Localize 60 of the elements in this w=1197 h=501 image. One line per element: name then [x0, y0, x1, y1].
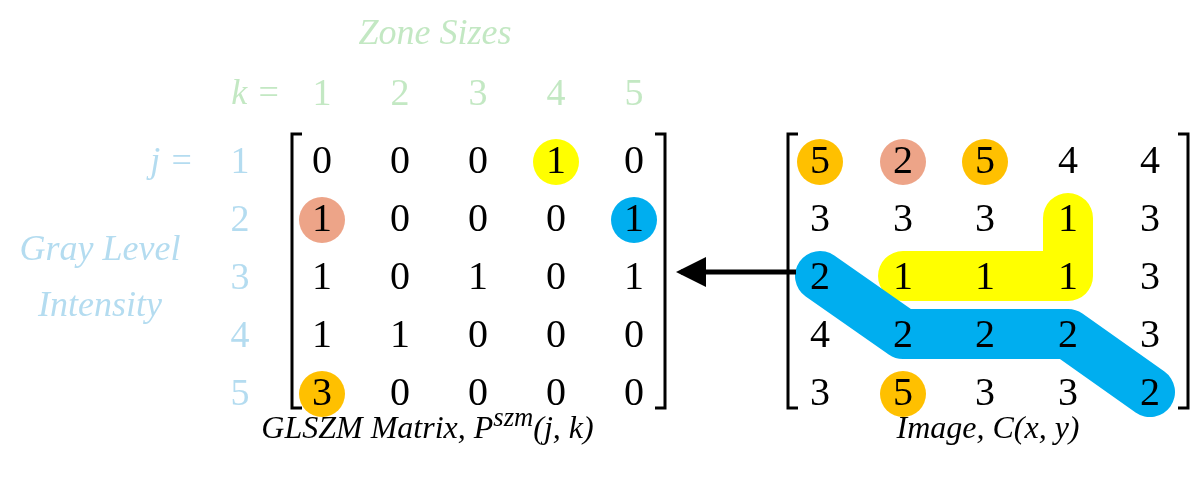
- matrix-value: 0: [468, 370, 488, 414]
- matrix-value: 0: [390, 138, 410, 182]
- pixel-value: 4: [1058, 138, 1078, 182]
- matrix-value: 0: [468, 138, 488, 182]
- pixel-value: 5: [975, 138, 995, 182]
- axis-title: Gray Level Intensity: [18, 227, 182, 326]
- pixel-value: 3: [1140, 196, 1160, 240]
- pixel-value: 2: [810, 254, 830, 298]
- matrix-value: 0: [546, 196, 566, 240]
- axis-label: k =: [231, 72, 281, 112]
- matrix-value: 1: [468, 254, 488, 298]
- matrix-value: 1: [546, 138, 566, 182]
- pixel-value: 2: [1140, 370, 1160, 414]
- matrix-value: 0: [312, 138, 332, 182]
- pixel-value: 1: [893, 254, 913, 298]
- column-number: 3: [468, 70, 488, 114]
- matrix-value: 0: [546, 312, 566, 356]
- pixel-value: 2: [1058, 312, 1078, 356]
- column-number: 2: [390, 70, 410, 114]
- matrix-value: 1: [624, 196, 644, 240]
- pixel-value: 3: [810, 196, 830, 240]
- matrix-value: 1: [312, 196, 332, 240]
- matrix-value: 0: [546, 254, 566, 298]
- pixel-value: 3: [810, 370, 830, 414]
- axis-title: Zone Sizes: [358, 12, 512, 52]
- pixel-value: 3: [975, 196, 995, 240]
- matrix-value: 0: [468, 312, 488, 356]
- matrix-value: 0: [546, 370, 566, 414]
- matrix-value: 1: [312, 312, 332, 356]
- matrix-value: 0: [624, 312, 644, 356]
- pixel-value: 1: [1058, 254, 1078, 298]
- row-number: 2: [230, 196, 250, 240]
- pixel-value: 3: [893, 196, 913, 240]
- matrix-value: 1: [312, 254, 332, 298]
- row-number: 1: [230, 138, 250, 182]
- matrix-value: 0: [390, 370, 410, 414]
- matrix-value: 0: [624, 138, 644, 182]
- arrow: [676, 257, 796, 287]
- matrix-value: 0: [390, 196, 410, 240]
- pixel-value: 2: [893, 138, 913, 182]
- pixel-value: 1: [1058, 196, 1078, 240]
- matrix-value: 1: [390, 312, 410, 356]
- matrix-value: 1: [624, 254, 644, 298]
- row-number: 3: [230, 254, 250, 298]
- row-number: 5: [230, 370, 250, 414]
- row-number: 4: [230, 312, 250, 356]
- matrix-value: 0: [624, 370, 644, 414]
- pixel-value: 2: [975, 312, 995, 356]
- column-number: 4: [546, 70, 566, 114]
- column-number: 5: [624, 70, 644, 114]
- pixel-value: 4: [810, 312, 830, 356]
- pixel-value: 4: [1140, 138, 1160, 182]
- matrix-value: 0: [390, 254, 410, 298]
- pixel-value: 3: [1140, 254, 1160, 298]
- matrix-value: 0: [468, 196, 488, 240]
- pixel-value: 1: [975, 254, 995, 298]
- pixel-value: 5: [810, 138, 830, 182]
- pixel-value: 3: [1140, 312, 1160, 356]
- pixel-value: 2: [893, 312, 913, 356]
- column-number: 1: [312, 70, 332, 114]
